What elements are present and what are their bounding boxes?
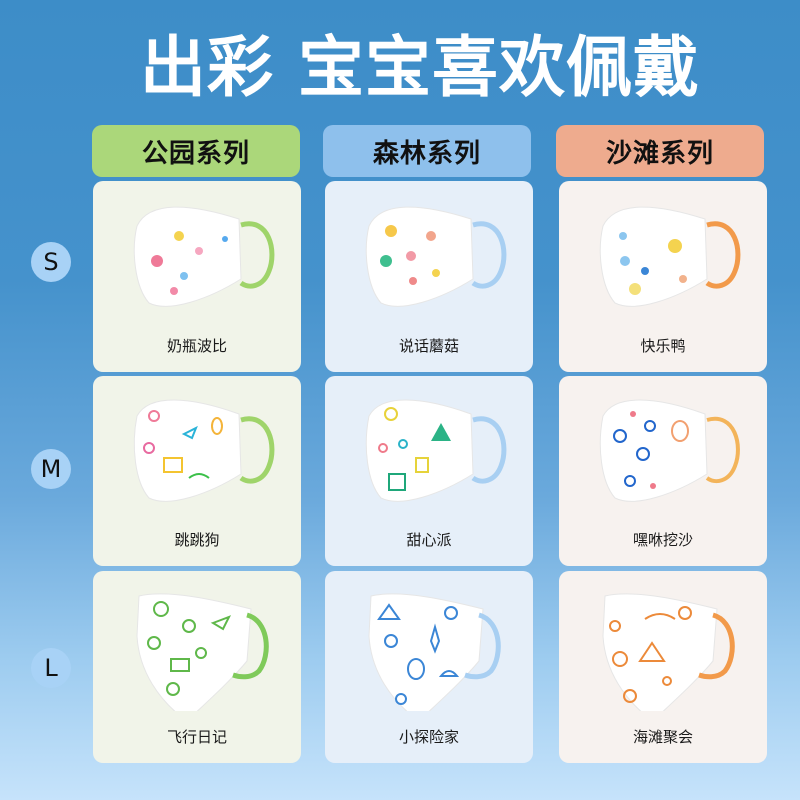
product-card[interactable]: 奶瓶波比 <box>93 181 301 372</box>
mask-image <box>133 399 275 502</box>
mask-image <box>599 206 741 307</box>
mask-image <box>365 399 507 502</box>
product-name: 嘿咻挖沙 <box>632 531 693 549</box>
mask-image <box>368 593 501 711</box>
series-header-beach: 沙滩系列 <box>556 125 764 177</box>
size-badge-s: S <box>31 242 71 282</box>
mask-image <box>365 206 507 307</box>
size-badge-l: L <box>31 648 71 688</box>
product-name: 说话蘑菇 <box>398 337 459 355</box>
product-name: 甜心派 <box>406 531 452 549</box>
product-card[interactable]: 小探险家 <box>325 571 533 763</box>
size-badge-m: M <box>31 449 71 489</box>
product-name: 小探险家 <box>398 728 459 746</box>
product-name: 跳跳狗 <box>174 531 220 549</box>
product-card[interactable]: 海滩聚会 <box>559 571 767 763</box>
mask-image <box>133 206 275 307</box>
page-title: 出彩 宝宝喜欢佩戴 <box>140 29 700 106</box>
series-header-forest: 森林系列 <box>323 125 531 177</box>
product-name: 奶瓶波比 <box>166 337 227 355</box>
product-card[interactable]: 飞行日记 <box>93 571 301 763</box>
product-name: 飞行日记 <box>166 728 227 746</box>
product-card[interactable]: 说话蘑菇 <box>325 181 533 372</box>
mask-image <box>599 399 740 502</box>
product-name: 快乐鸭 <box>640 337 686 355</box>
series-header-park: 公园系列 <box>92 125 300 177</box>
product-card[interactable]: 快乐鸭 <box>559 181 767 372</box>
product-name: 海滩聚会 <box>632 728 693 746</box>
product-card[interactable]: 嘿咻挖沙 <box>559 376 767 566</box>
mask-image <box>602 593 735 711</box>
product-card[interactable]: 跳跳狗 <box>93 376 301 566</box>
mask-image <box>136 593 269 711</box>
product-card[interactable]: 甜心派 <box>325 376 533 566</box>
